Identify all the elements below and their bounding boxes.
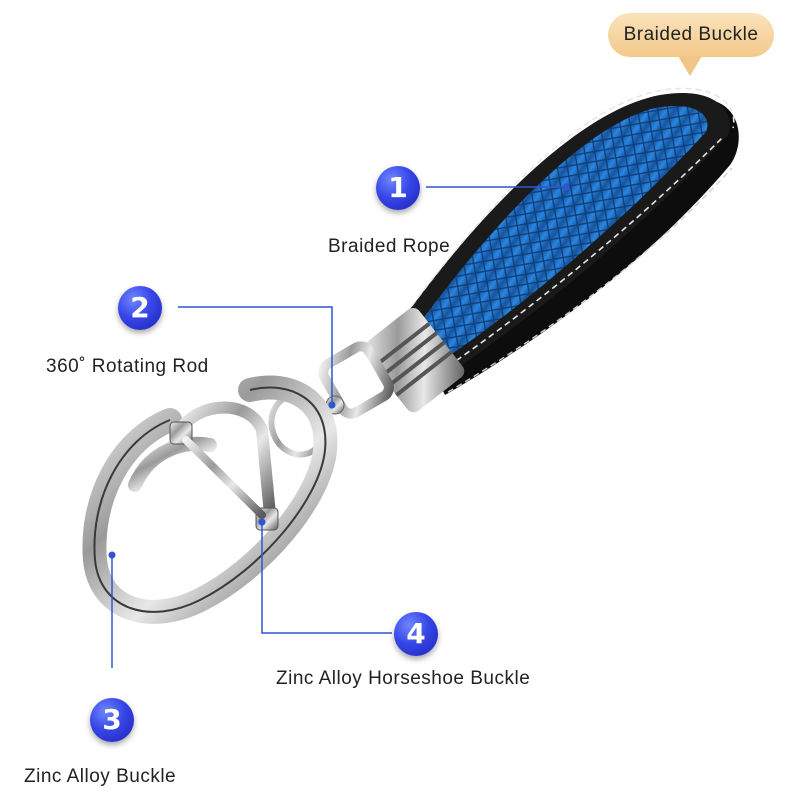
rod-link (318, 341, 394, 419)
label-horseshoe-buckle: Zinc Alloy Horseshoe Buckle (276, 668, 531, 689)
braid-band (412, 106, 708, 362)
badge-3: 3 (90, 698, 134, 742)
badge-4: 4 (394, 612, 438, 656)
stitch-back (447, 167, 733, 393)
leader-3-dot (108, 551, 116, 559)
end-cap-rib (380, 331, 438, 378)
buckle-outline (93, 386, 327, 613)
buckle-body (82, 375, 338, 624)
end-cap-rib (372, 322, 431, 369)
horseshoe-pin (182, 436, 266, 519)
label-zinc-alloy-buckle: Zinc Alloy Buckle (24, 766, 177, 787)
stitch-top (399, 87, 735, 323)
braided-rope (395, 87, 739, 396)
leader-1-dot (562, 183, 570, 191)
zinc-alloy-buckle (82, 375, 338, 624)
leader-2 (178, 306, 333, 405)
horseshoe-buckle (169, 401, 279, 531)
end-cap-rib (395, 350, 453, 397)
end-cap-rib (387, 340, 446, 388)
leader-2-dot (328, 401, 336, 409)
callout-tail (678, 56, 702, 76)
horseshoe-ring (174, 401, 276, 521)
leader-lines (108, 183, 570, 668)
stitch-bottom (439, 137, 723, 373)
buckle-gate (128, 436, 217, 492)
leader-4-dot (258, 518, 266, 526)
braided-buckle-callout: Braided Buckle (608, 13, 774, 57)
label-braided-rope: Braided Rope (328, 236, 451, 257)
leader-4 (261, 522, 392, 634)
label-rotating-rod: 360˚ Rotating Rod (46, 356, 209, 377)
badge-1: 1 (376, 166, 420, 210)
badge-2: 2 (118, 286, 162, 330)
end-cap (362, 307, 465, 413)
end-cap-body (362, 307, 465, 413)
